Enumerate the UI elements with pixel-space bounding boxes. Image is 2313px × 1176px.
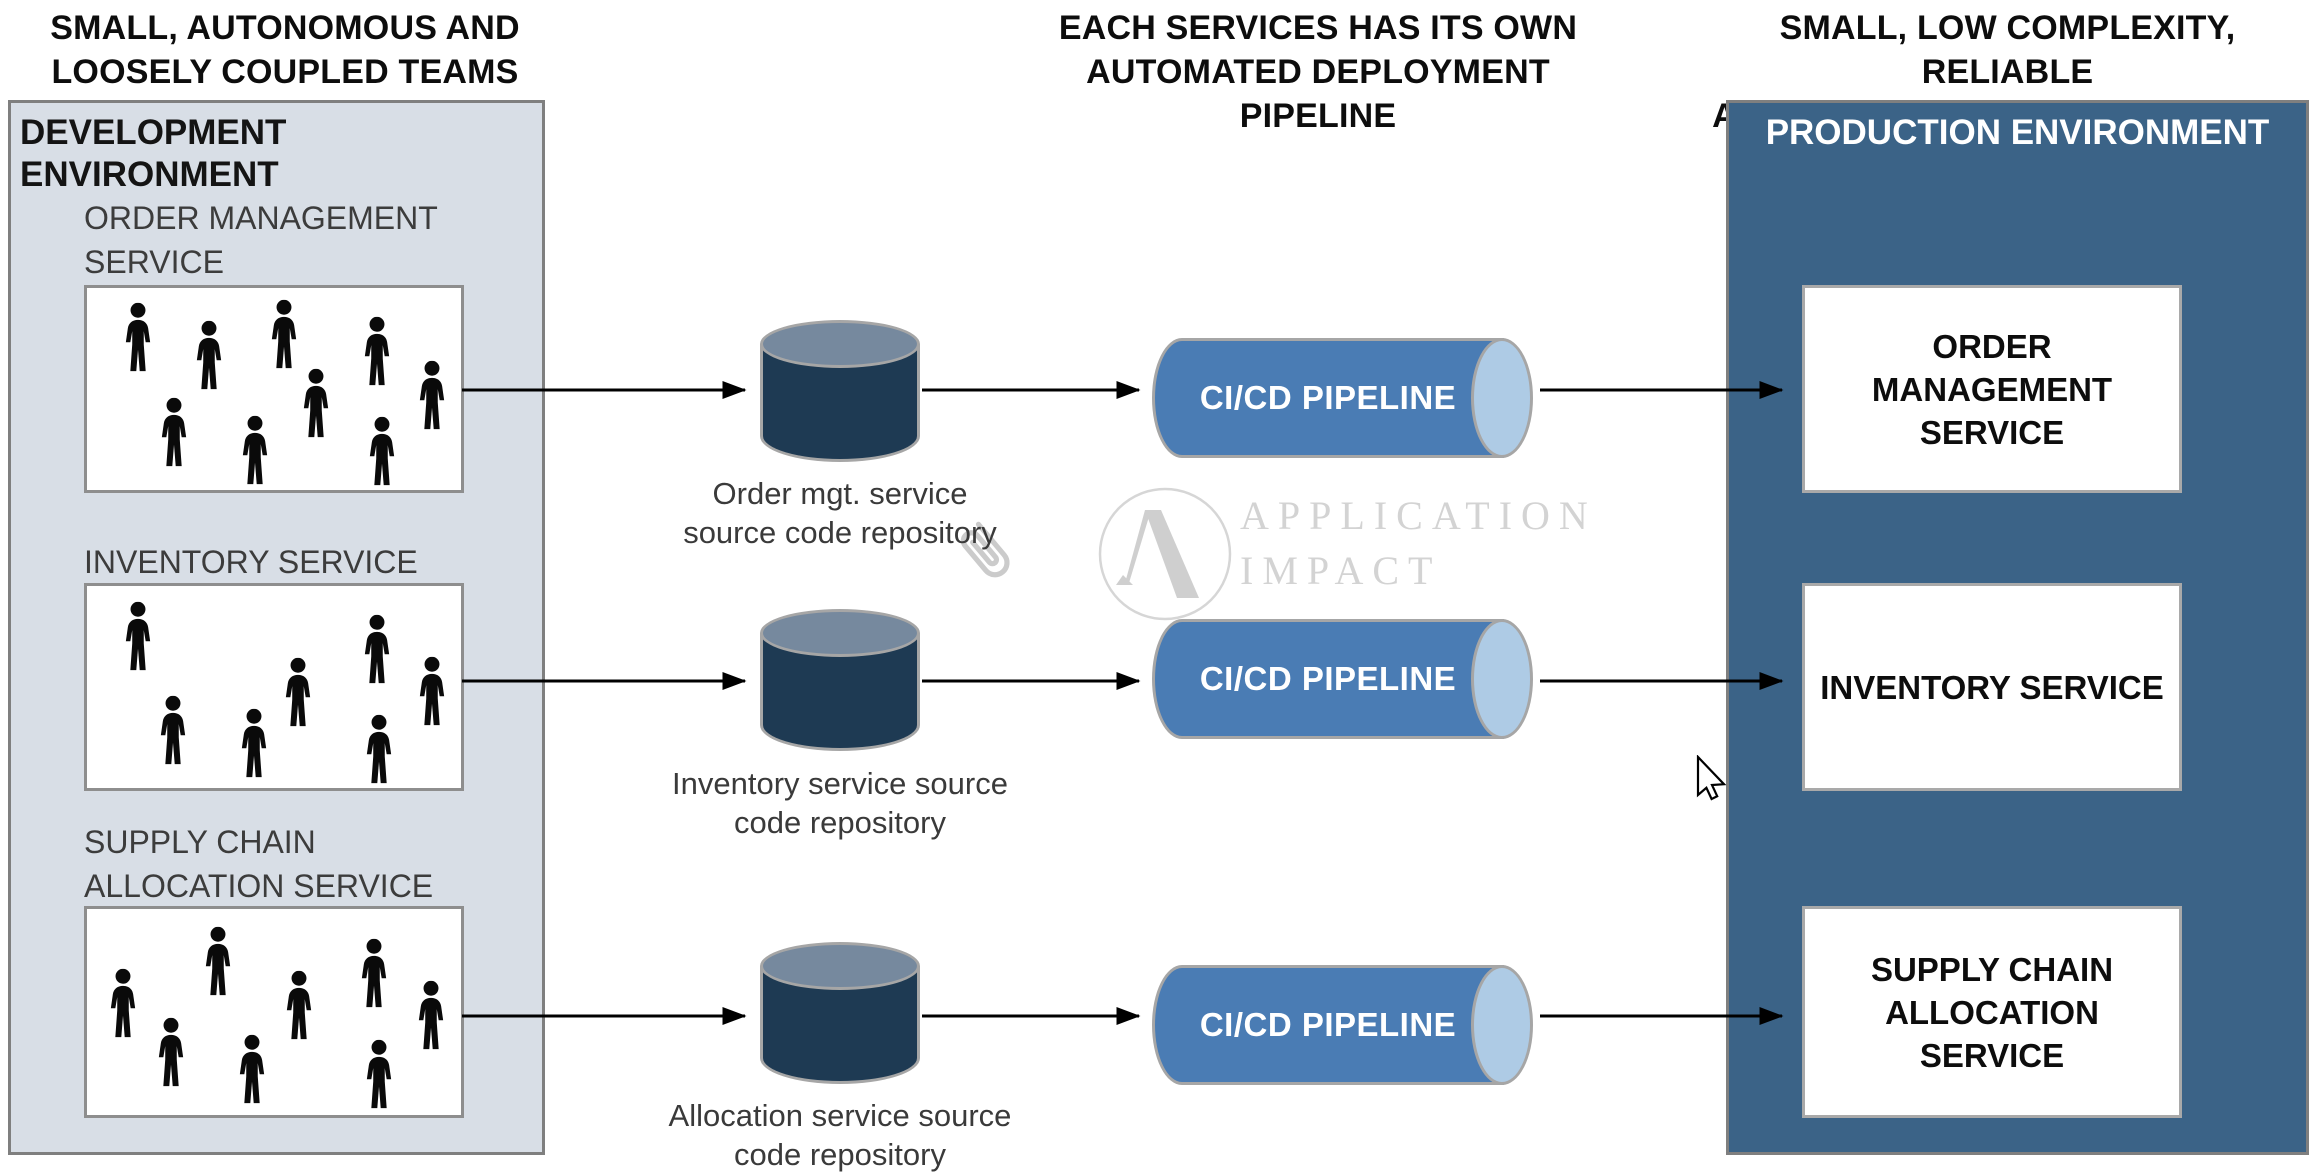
mouse-cursor-icon xyxy=(1696,755,1727,801)
person-icon xyxy=(268,299,300,371)
paperclip-icon xyxy=(960,521,1010,578)
repo-label-allocation: Allocation service source code repositor… xyxy=(668,1098,1012,1172)
person-icon xyxy=(238,708,270,780)
person-icon xyxy=(300,368,332,440)
person-icon xyxy=(366,416,398,488)
team-label-order-management: ORDER MANAGEMENT SERVICE xyxy=(84,200,438,280)
person-icon xyxy=(236,1034,268,1106)
production-environment-box: PRODUCTION ENVIRONMENT ORDER MANAGEMENT … xyxy=(1726,100,2309,1155)
person-icon xyxy=(361,614,393,686)
person-icon xyxy=(363,714,395,786)
person-icon xyxy=(158,397,190,469)
person-icon xyxy=(122,302,154,374)
cylinder-top xyxy=(760,320,920,368)
team-box-order-management xyxy=(84,285,464,493)
production-environment-title: PRODUCTION ENVIRONMENT xyxy=(1765,113,2270,152)
header-pipelines: EACH SERVICES HAS ITS OWN AUTOMATED DEPL… xyxy=(1058,9,1578,135)
service-box-supply-chain: SUPPLY CHAIN ALLOCATION SERVICE xyxy=(1802,906,2182,1118)
person-icon xyxy=(415,980,447,1052)
team-box-supply-chain xyxy=(84,906,464,1118)
cylinder-top xyxy=(760,942,920,990)
team-label-inventory: INVENTORY SERVICE xyxy=(84,544,418,580)
development-environment-title: DEVELOPMENT ENVIRONMENT xyxy=(20,113,287,194)
pipeline-label: CI/CD PIPELINE xyxy=(1199,1006,1457,1043)
person-icon xyxy=(122,601,154,673)
pipeline-cap xyxy=(1471,338,1533,458)
watermark-text-line2: IMPACT xyxy=(1240,548,1442,593)
service-box-order-management: ORDER MANAGEMENT SERVICE xyxy=(1802,285,2182,493)
person-icon xyxy=(358,938,390,1010)
pipeline-body: CI/CD PIPELINE xyxy=(1152,338,1504,458)
cylinder-top xyxy=(760,609,920,657)
repo-cylinder-inventory xyxy=(760,609,920,751)
person-icon xyxy=(107,968,139,1040)
cicd-pipeline-allocation: CI/CD PIPELINE xyxy=(1152,965,1533,1085)
person-icon xyxy=(416,360,448,432)
person-icon xyxy=(283,970,315,1042)
person-icon xyxy=(193,320,225,392)
cicd-pipeline-order: CI/CD PIPELINE xyxy=(1152,338,1533,458)
person-icon xyxy=(157,695,189,767)
repo-label-inventory: Inventory service source code repository xyxy=(672,766,1008,840)
watermark-logo-icon xyxy=(1098,487,1232,621)
pipeline-body: CI/CD PIPELINE xyxy=(1152,619,1504,739)
pipeline-cap xyxy=(1471,619,1533,739)
repo-cylinder-allocation xyxy=(760,942,920,1084)
person-icon xyxy=(416,656,448,728)
service-box-inventory: INVENTORY SERVICE xyxy=(1802,583,2182,791)
team-box-inventory xyxy=(84,583,464,791)
person-icon xyxy=(282,657,314,729)
header-teams: SMALL, AUTONOMOUS AND LOOSELY COUPLED TE… xyxy=(50,9,520,91)
person-icon xyxy=(363,1039,395,1111)
watermark-text-line1: APPLICATION xyxy=(1240,493,1597,538)
cicd-pipeline-inventory: CI/CD PIPELINE xyxy=(1152,619,1533,739)
repo-cylinder-order xyxy=(760,320,920,462)
person-icon xyxy=(361,316,393,388)
person-icon xyxy=(202,926,234,998)
pipeline-label: CI/CD PIPELINE xyxy=(1199,379,1457,416)
pipeline-label: CI/CD PIPELINE xyxy=(1199,660,1457,697)
pipeline-cap xyxy=(1471,965,1533,1085)
person-icon xyxy=(155,1017,187,1089)
team-label-supply-chain: SUPPLY CHAIN ALLOCATION SERVICE xyxy=(84,824,434,904)
repo-label-order: Order mgt. service source code repositor… xyxy=(683,476,997,550)
development-environment-box: DEVELOPMENT ENVIRONMENT ORDER MANAGEMENT… xyxy=(8,100,545,1155)
pipeline-body: CI/CD PIPELINE xyxy=(1152,965,1504,1085)
person-icon xyxy=(239,415,271,487)
